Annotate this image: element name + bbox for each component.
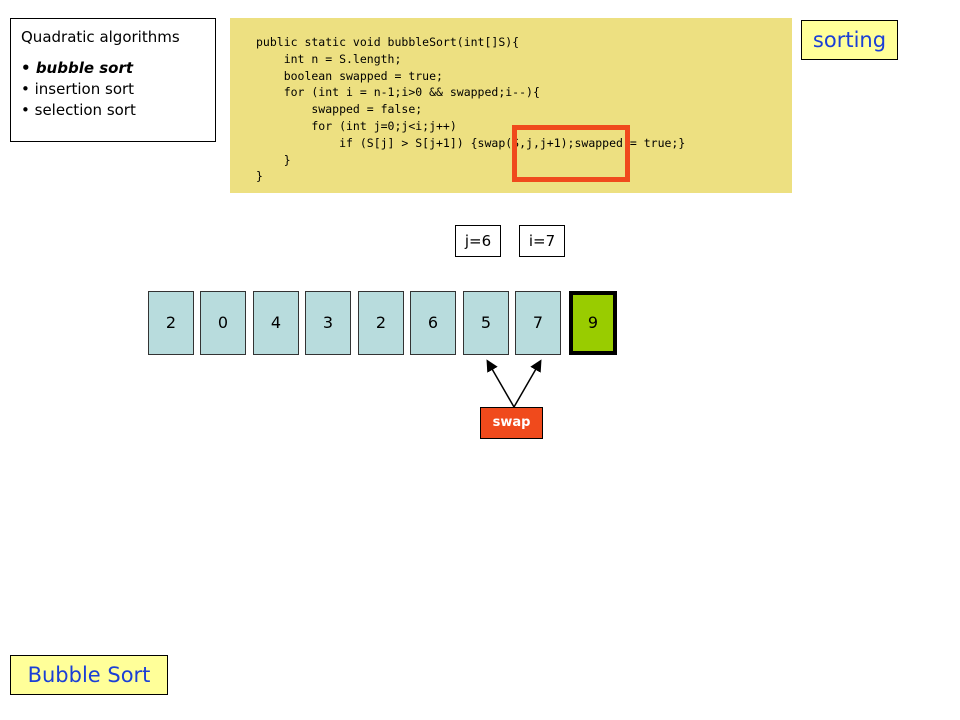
arrow-right — [513, 359, 542, 408]
code-block: public static void bubbleSort(int[]S){ i… — [230, 18, 792, 193]
swap-arrows — [486, 359, 542, 408]
algorithm-item-selection-sort: selection sort — [21, 100, 205, 121]
code-line: for (int i = n-1;i>0 && swapped;i--){ — [256, 85, 540, 100]
code-line: if (S[j] > S[j+1]) {swap(S,j,j+1);swappe… — [256, 135, 686, 150]
topic-label: sorting — [801, 20, 898, 60]
array-cell-sorted: 9 — [569, 291, 617, 355]
arrow-left — [486, 359, 515, 408]
algorithm-item-insertion-sort: insertion sort — [21, 79, 205, 100]
code-line: int n = S.length; — [256, 51, 402, 66]
algorithms-title: Quadratic algorithms — [21, 28, 180, 46]
array-cell: 7 — [515, 291, 561, 355]
algorithms-box: Quadratic algorithms bubble sort inserti… — [10, 18, 216, 142]
code-line: swapped = false; — [256, 102, 423, 117]
code-highlight-swap — [512, 125, 630, 182]
array-cell: 2 — [148, 291, 194, 355]
slide-title: Bubble Sort — [10, 655, 168, 695]
index-i-label: i=7 — [519, 225, 565, 257]
code-line: } — [256, 169, 263, 184]
array: 2 0 4 3 2 6 5 7 9 — [148, 291, 618, 355]
array-cell: 5 — [463, 291, 509, 355]
array-cell: 4 — [253, 291, 299, 355]
array-cell: 0 — [200, 291, 246, 355]
code-line: } — [256, 152, 291, 167]
code-line: public static void bubbleSort(int[]S){ — [256, 35, 520, 49]
code-line: for (int j=0;j<i;j++) — [256, 118, 457, 133]
algorithms-list: bubble sort insertion sort selection sor… — [21, 58, 205, 121]
array-cell: 3 — [305, 291, 351, 355]
swap-label: swap — [480, 407, 543, 439]
array-cell: 2 — [358, 291, 404, 355]
code-line: boolean swapped = true; — [256, 68, 443, 83]
array-cell: 6 — [410, 291, 456, 355]
index-j-label: j=6 — [455, 225, 501, 257]
algorithm-item-bubble-sort: bubble sort — [21, 58, 205, 79]
